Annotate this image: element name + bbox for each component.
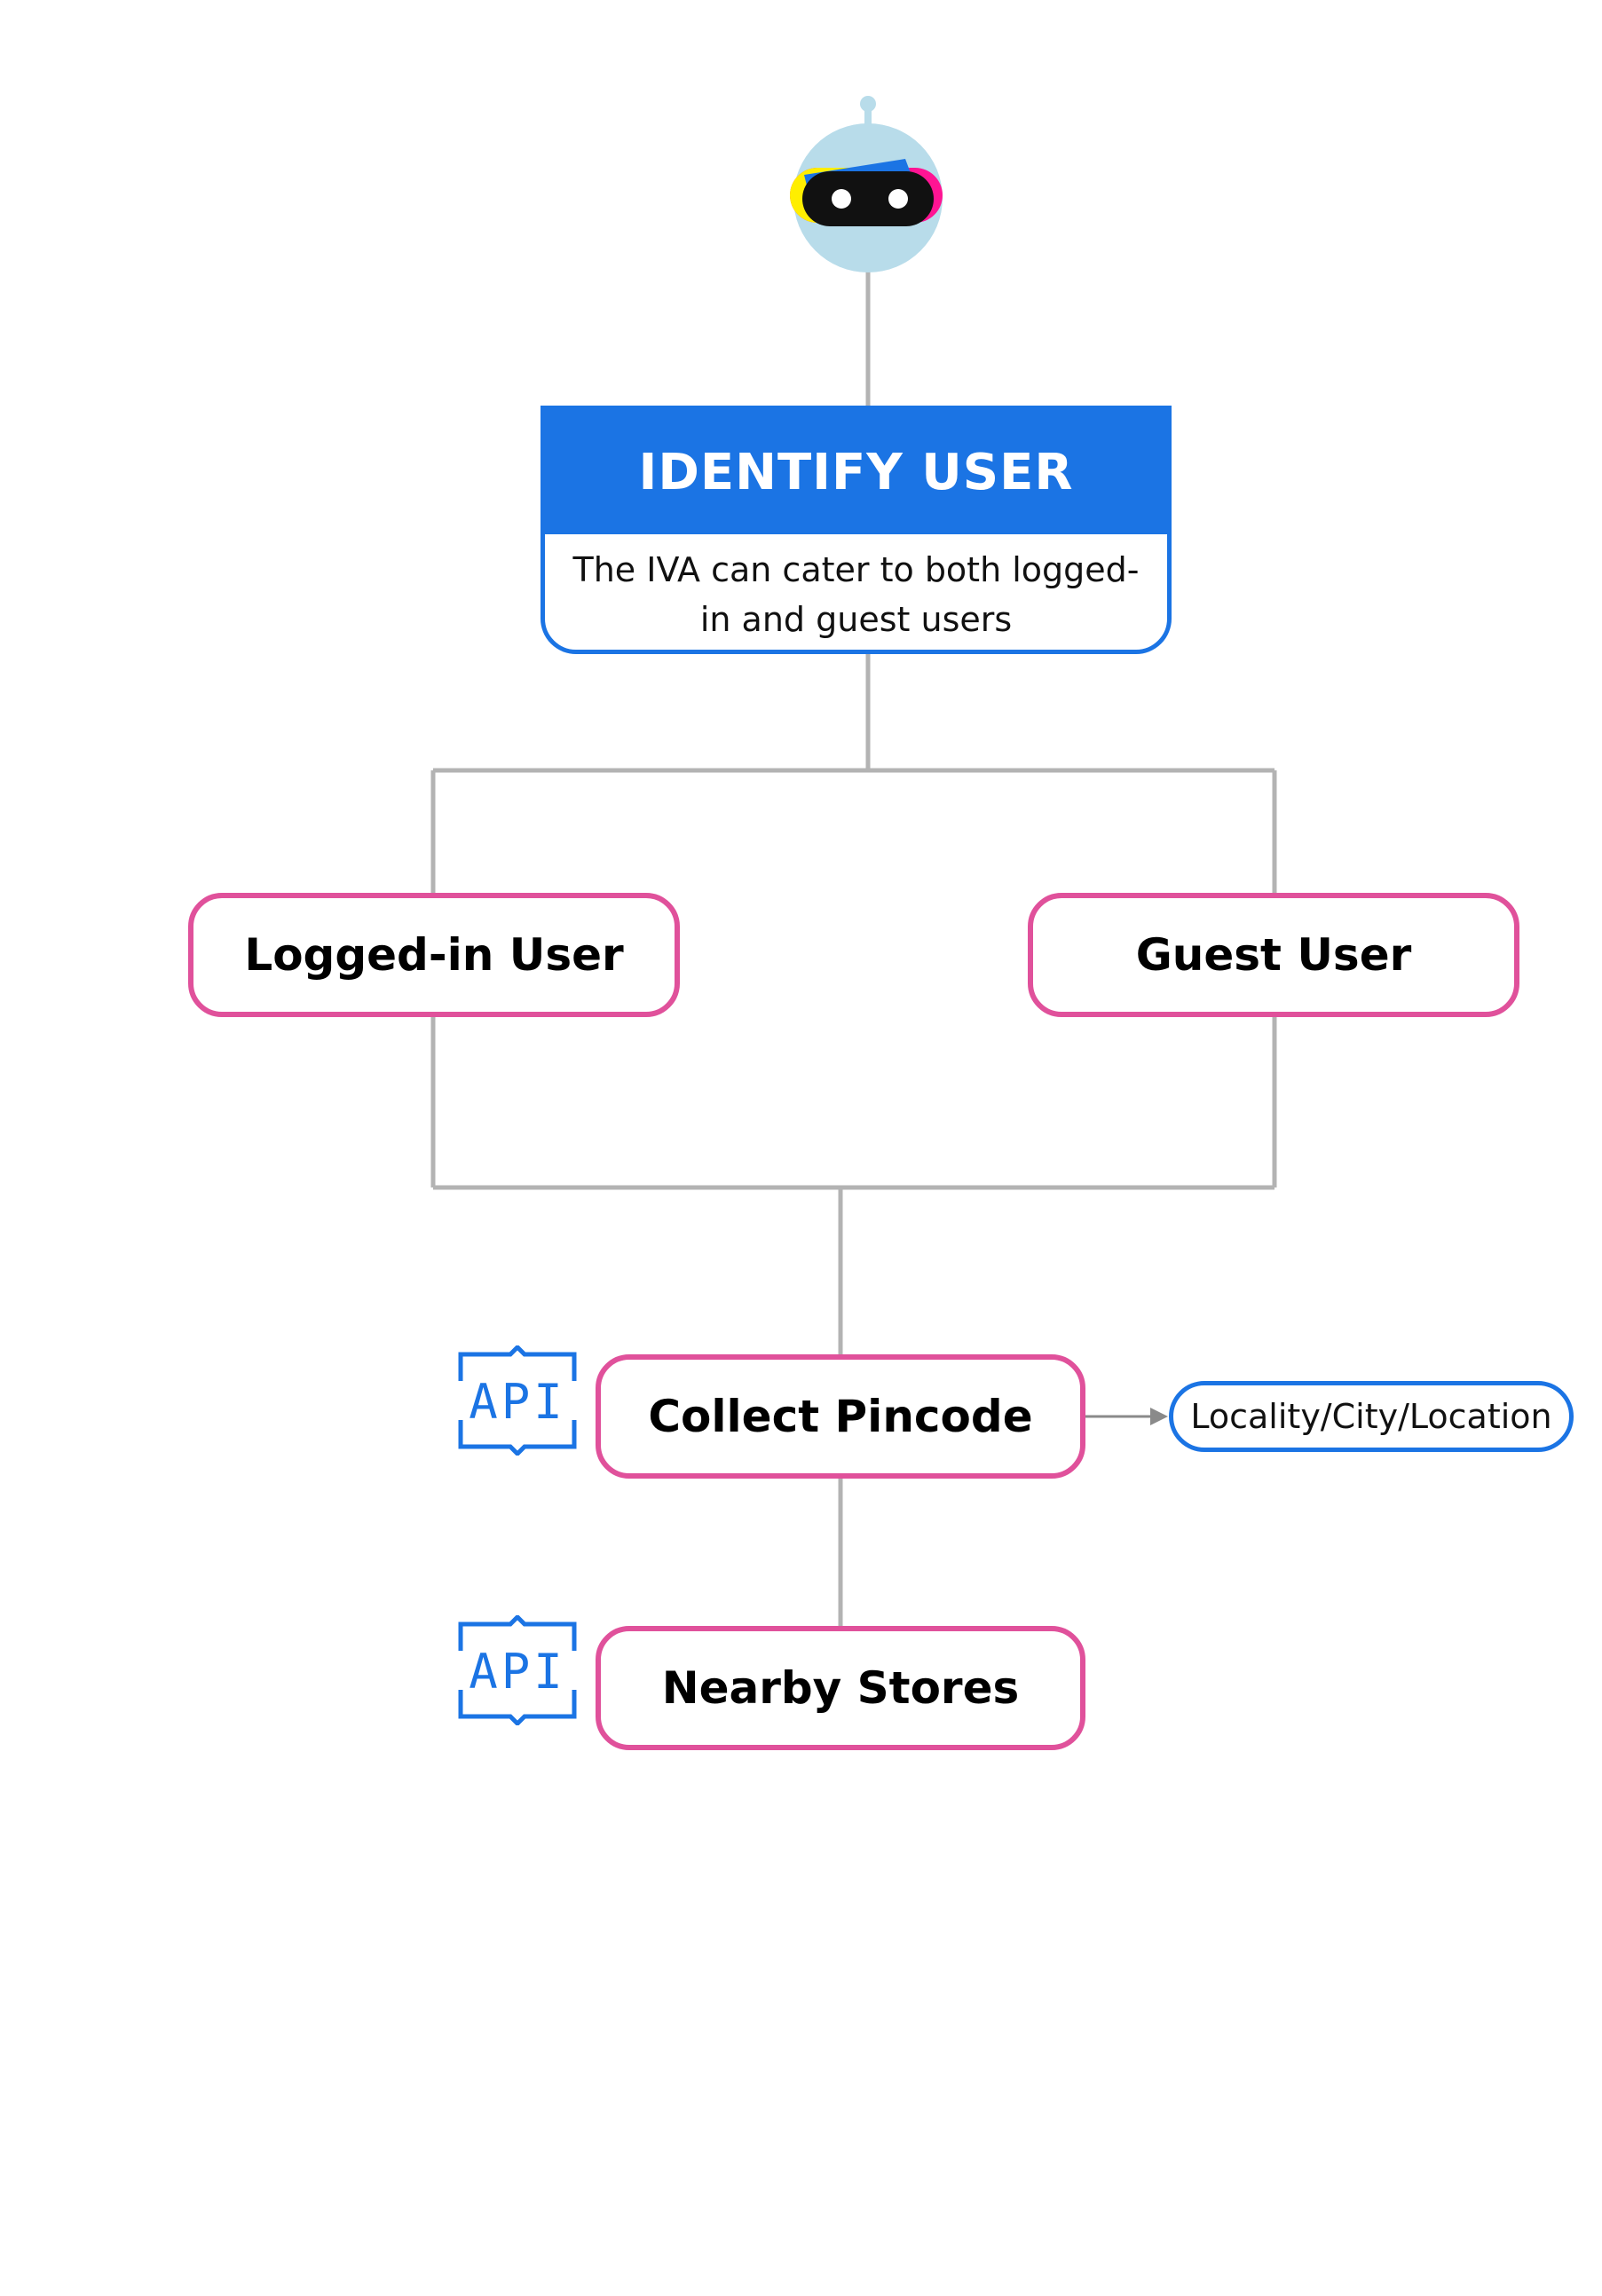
identify-user-description: The IVA can cater to both logged-in and … bbox=[572, 549, 1140, 639]
guest-user-node: Guest User bbox=[1028, 893, 1519, 1017]
robot-avatar-icon bbox=[790, 96, 943, 272]
api-badge-icon: API bbox=[458, 1615, 577, 1725]
arrow-pincode-to-locality bbox=[1085, 1408, 1168, 1425]
logged-in-user-node: Logged-in User bbox=[188, 893, 680, 1017]
api-badge-label: API bbox=[469, 1644, 566, 1700]
api-badge-label: API bbox=[469, 1374, 566, 1430]
identify-user-card: IDENTIFY USER The IVA can cater to both … bbox=[541, 406, 1172, 654]
identify-user-title: IDENTIFY USER bbox=[545, 410, 1167, 534]
locality-city-location-node: Locality/City/Location bbox=[1169, 1381, 1574, 1452]
collect-pincode-node: Collect Pincode bbox=[596, 1354, 1085, 1479]
api-badge-icon: API bbox=[458, 1345, 577, 1456]
nearby-stores-node: Nearby Stores bbox=[596, 1626, 1085, 1750]
